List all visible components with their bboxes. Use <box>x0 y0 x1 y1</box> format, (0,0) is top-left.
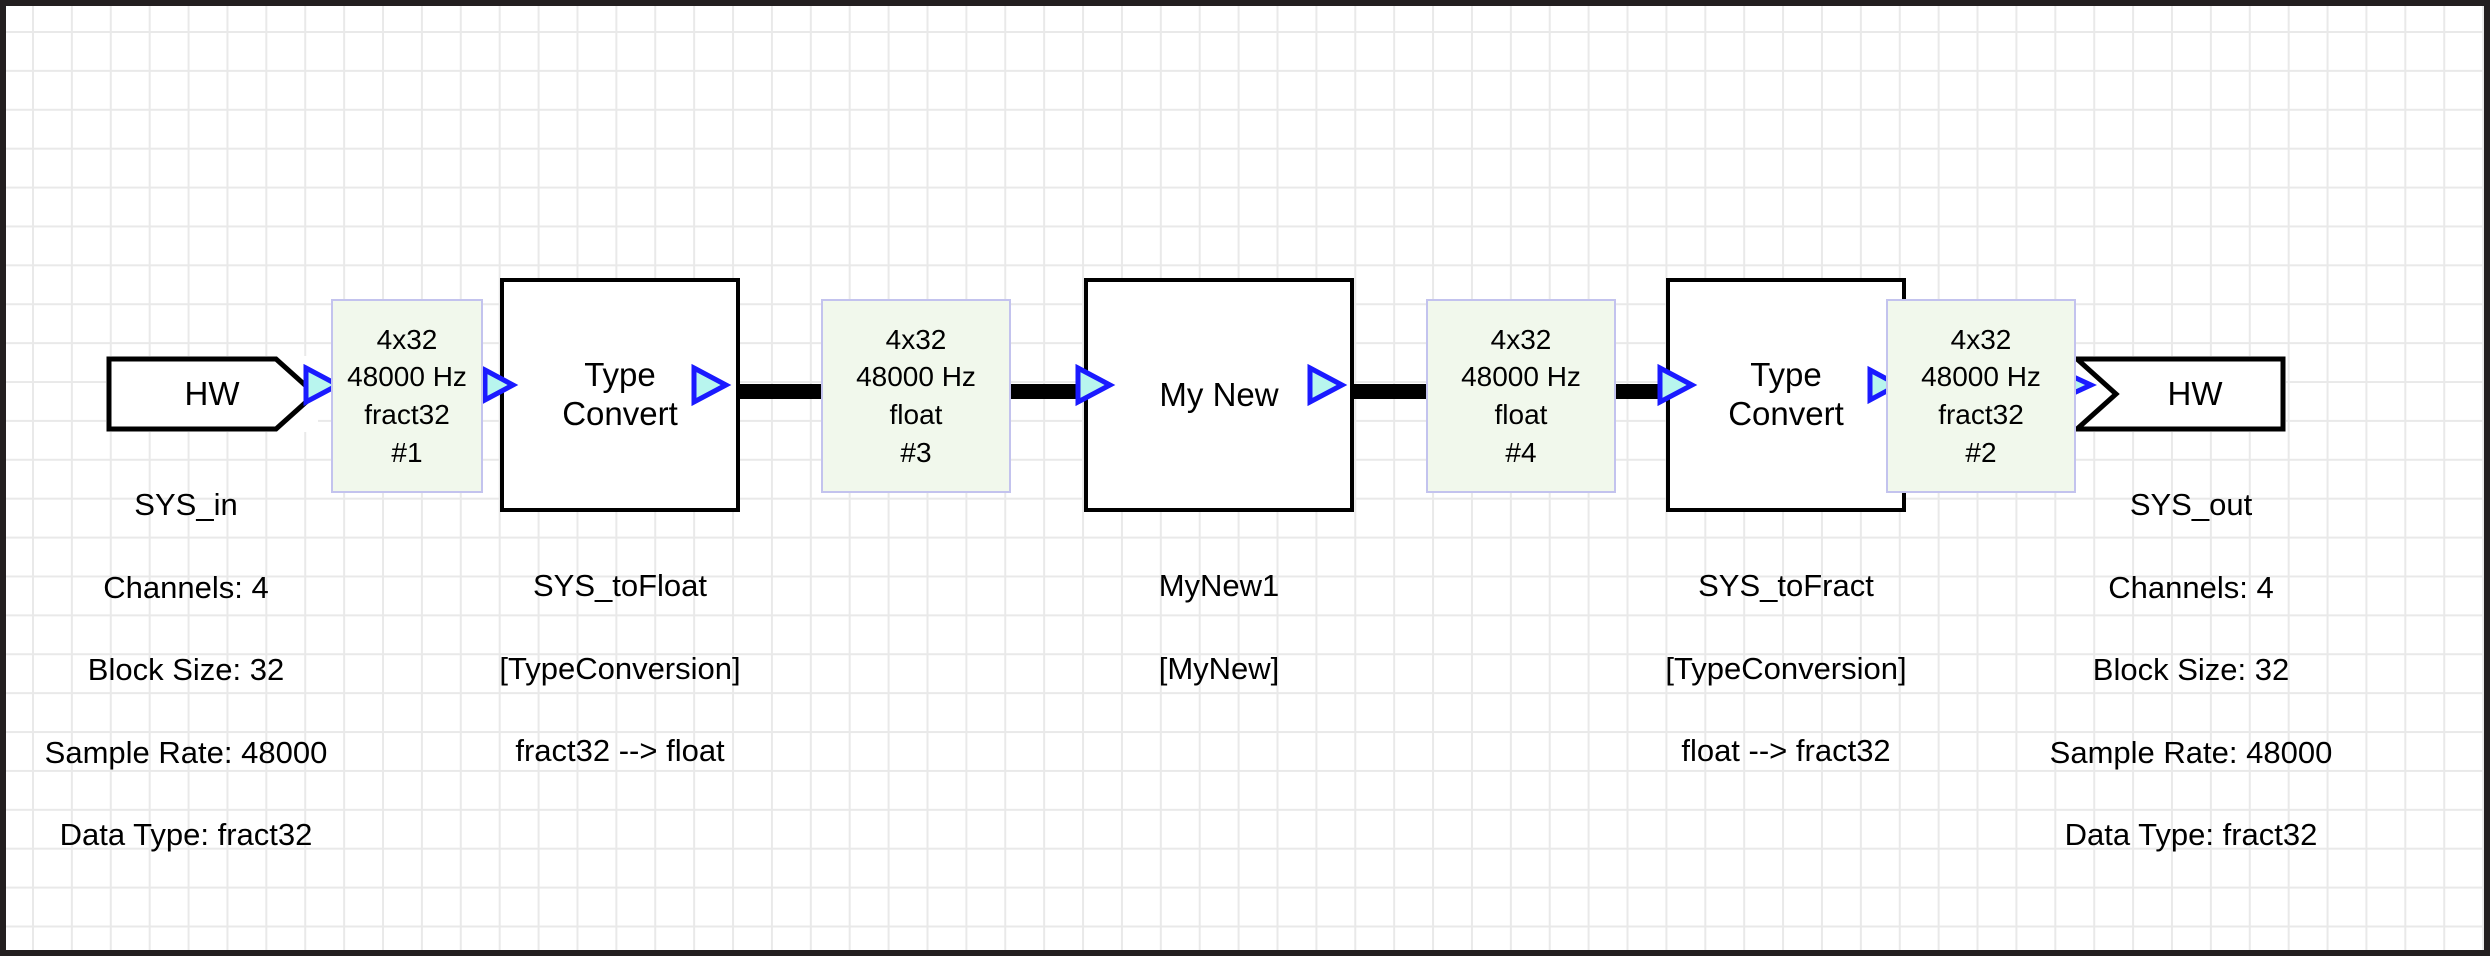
signal-1-index: #1 <box>391 436 423 468</box>
sys-out-title: HW <box>2167 375 2223 412</box>
signal-4-datatype: float <box>1494 399 1548 430</box>
sys-tofloat-conversion: fract32 --> float <box>515 733 725 769</box>
wire-mynew-to-signal4[interactable] <box>1336 384 1446 399</box>
wire-signal3-to-mynew[interactable] <box>998 384 1098 399</box>
sys-out-name: SYS_out <box>2129 487 2253 523</box>
signal-3-rate: 48000 Hz <box>856 361 976 393</box>
sys-tofract-conversion: float --> fract32 <box>1681 733 1891 769</box>
mynew1-type: [MyNew] <box>1158 650 1280 686</box>
block-sys-tofloat[interactable]: Type Convert <box>500 278 740 512</box>
block-sys-tofract[interactable]: Type Convert <box>1666 278 1906 512</box>
signal-4-dimensions: 4x32 <box>1490 323 1552 355</box>
port-sys-tofloat-output[interactable] <box>690 363 732 407</box>
sys-in-channels: Channels: 4 <box>103 569 269 605</box>
signal-label-1[interactable]: 4x32 48000 Hz fract32 #1 <box>331 299 483 493</box>
sys-in-data-type: Data Type: fract32 <box>59 816 313 852</box>
sys-in-shape <box>106 356 319 432</box>
sys-tofract-title: Type Convert <box>1728 356 1844 432</box>
signal-1-datatype: fract32 <box>364 399 450 430</box>
port-mynew1-output[interactable] <box>1306 363 1348 407</box>
sys-out-sample-rate: Sample Rate: 48000 <box>2049 734 2333 770</box>
block-sys-in[interactable]: HW <box>106 356 319 432</box>
signal-label-3[interactable]: 4x32 48000 Hz float #3 <box>821 299 1011 493</box>
port-sys-tofloat-input[interactable] <box>481 365 519 405</box>
signal-2-datatype: fract32 <box>1938 399 2024 430</box>
caption-sys-in: SYS_in Channels: 4 Block Size: 32 Sample… <box>6 443 406 896</box>
signal-label-4[interactable]: 4x32 48000 Hz float #4 <box>1426 299 1616 493</box>
signal-3-datatype: float <box>889 399 943 430</box>
sys-out-channels: Channels: 4 <box>2108 569 2274 605</box>
sys-tofloat-title: Type Convert <box>562 356 678 432</box>
signal-3-index: #3 <box>900 436 932 468</box>
caption-sys-tofloat: SYS_toFloat [TypeConversion] fract32 -->… <box>410 524 830 813</box>
signal-4-rate: 48000 Hz <box>1461 361 1581 393</box>
caption-sys-tofract: SYS_toFract [TypeConversion] float --> f… <box>1576 524 1996 813</box>
sys-out-shape <box>2070 356 2286 432</box>
sys-in-block-size: Block Size: 32 <box>87 652 285 688</box>
mynew1-name: MyNew1 <box>1158 568 1280 604</box>
sys-in-name: SYS_in <box>134 487 238 523</box>
caption-mynew1: MyNew1 [MyNew] <box>1009 524 1429 730</box>
caption-sys-out: SYS_out Channels: 4 Block Size: 32 Sampl… <box>1971 443 2411 896</box>
signal-1-dimensions: 4x32 <box>376 323 438 355</box>
signal-2-rate: 48000 Hz <box>1921 361 2041 393</box>
port-sys-in-output[interactable] <box>302 363 344 407</box>
sys-tofloat-name: SYS_toFloat <box>532 568 708 604</box>
sys-in-sample-rate: Sample Rate: 48000 <box>44 734 328 770</box>
sys-in-title: HW <box>184 375 240 412</box>
sys-out-data-type: Data Type: fract32 <box>2064 816 2318 852</box>
signal-label-2[interactable]: 4x32 48000 Hz fract32 #2 <box>1886 299 2076 493</box>
wire-tofloat-to-signal3[interactable] <box>724 384 834 399</box>
block-sys-out[interactable]: HW <box>2070 356 2286 432</box>
sys-tofloat-type: [TypeConversion] <box>499 650 741 686</box>
signal-1-rate: 48000 Hz <box>347 361 467 393</box>
port-sys-tofract-input[interactable] <box>1656 363 1698 407</box>
sys-out-block-size: Block Size: 32 <box>2092 652 2290 688</box>
port-mynew1-input[interactable] <box>1074 363 1116 407</box>
sys-tofract-name: SYS_toFract <box>1698 568 1874 604</box>
signal-2-dimensions: 4x32 <box>1950 323 2012 355</box>
signal-2-index: #2 <box>1965 436 1997 468</box>
sys-tofract-type: [TypeConversion] <box>1665 650 1907 686</box>
signal-4-index: #4 <box>1505 436 1537 468</box>
port-sys-tofract-output[interactable] <box>1866 365 1904 405</box>
mynew1-title: My New <box>1159 375 1279 413</box>
signal-3-dimensions: 4x32 <box>885 323 947 355</box>
